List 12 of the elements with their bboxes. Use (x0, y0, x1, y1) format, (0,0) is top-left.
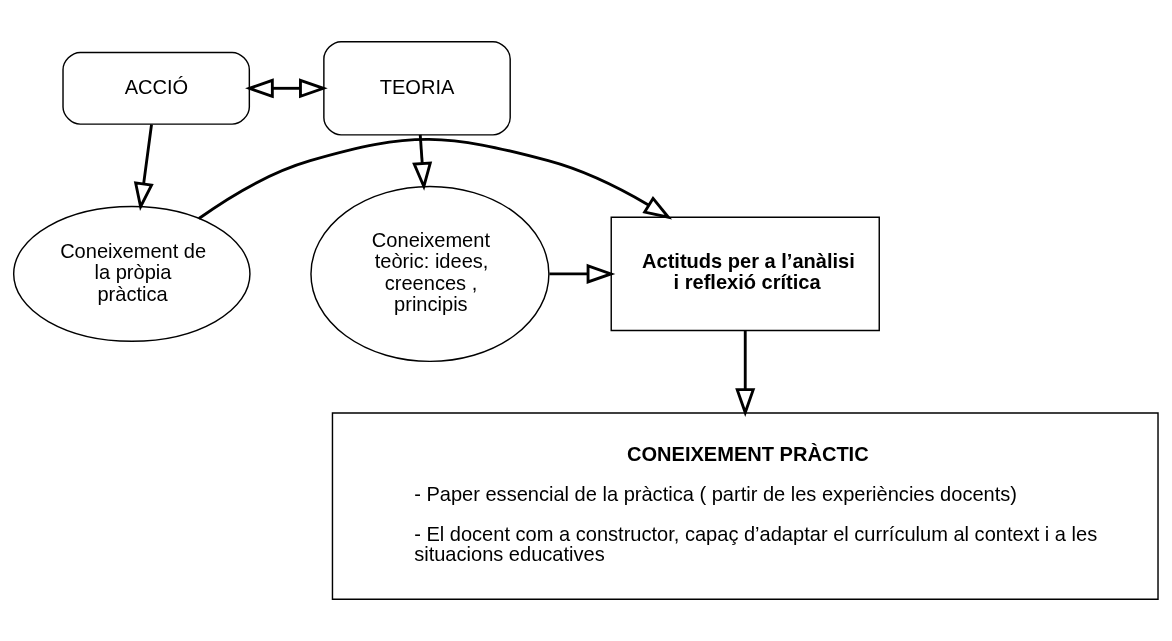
arrow (549, 263, 616, 284)
node-box: TEORIA (323, 41, 511, 136)
node-box: CONEIXEMENT PRÀCTIC - Paper essencial de la pràctica ( partir de les experiències docents) - El docent com a constructor, capaç d’adaptar el currículum al context i a les situacions educatives (331, 412, 1159, 600)
arrow (245, 78, 328, 99)
arrow (133, 124, 154, 212)
node-ellipse: Coneixement teòric: idees, creences , principis (310, 185, 550, 363)
arrow (412, 134, 433, 191)
node-ellipse: Coneixement de la pròpia pràctica (12, 205, 251, 342)
node-box: ACCIÓ (62, 51, 251, 125)
arrow (198, 138, 673, 220)
node-box: Actituds per a l’anàlisi i reflexió crítica (610, 216, 880, 332)
arrow (735, 330, 756, 417)
